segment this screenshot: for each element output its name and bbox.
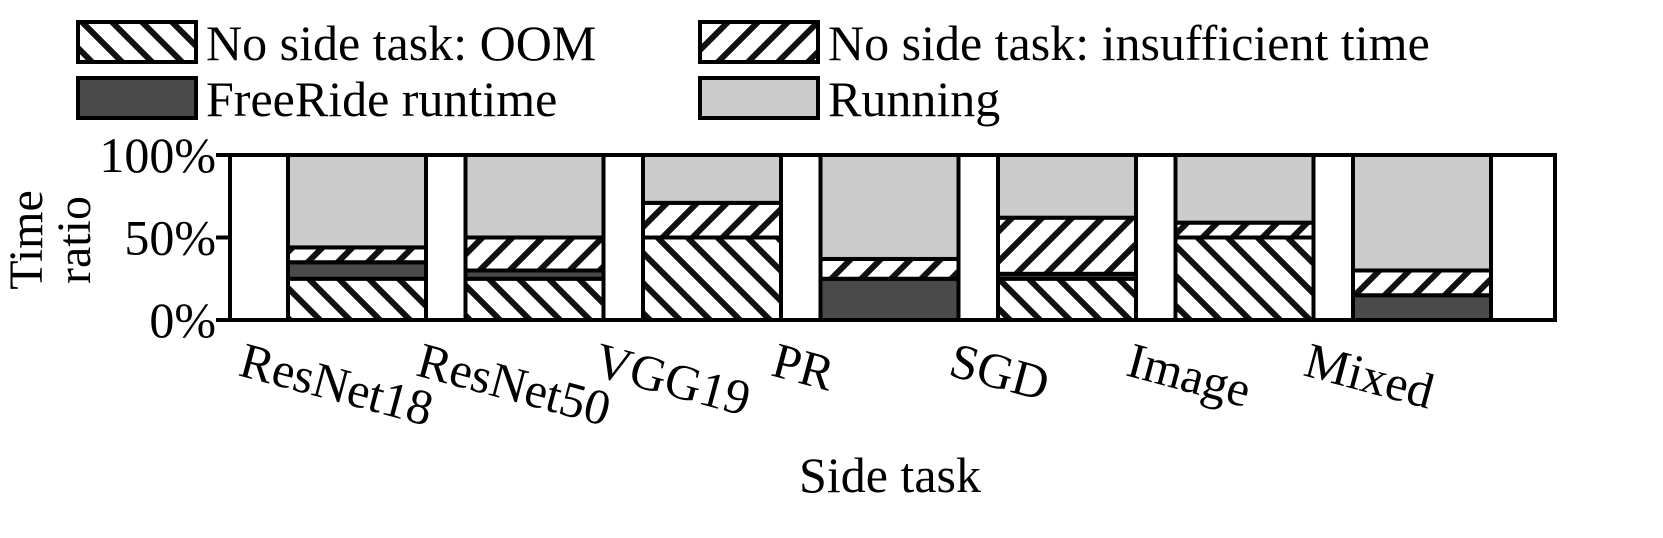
y-ticks: 0% 50% 100% bbox=[99, 127, 230, 348]
x-tick-label-resnet50: ResNet50 bbox=[412, 332, 617, 437]
bar-segment-insufficient-image bbox=[1173, 220, 1316, 240]
legend-label-running: Running bbox=[828, 71, 1000, 127]
x-tick-label-vgg19: VGG19 bbox=[589, 332, 756, 427]
bar-segment-runtime-mixed bbox=[1351, 293, 1493, 322]
x-tick-label-sgd: SGD bbox=[944, 332, 1055, 412]
y-tick-label: 50% bbox=[124, 210, 216, 266]
bar-segment-runtime-resnet18 bbox=[286, 260, 428, 281]
bar-segment-insufficient-resnet18 bbox=[286, 245, 428, 265]
x-tick-label-mixed: Mixed bbox=[1299, 332, 1440, 420]
x-tick-label-resnet18: ResNet18 bbox=[234, 332, 439, 437]
bar-segment-insufficient-vgg19 bbox=[641, 200, 783, 240]
y-tick-label: 100% bbox=[99, 127, 216, 183]
legend-swatch-runtime bbox=[76, 76, 198, 120]
legend-swatch-running bbox=[698, 76, 820, 120]
bar-segment-insufficient-pr bbox=[818, 256, 961, 281]
x-axis-label: Side task bbox=[799, 447, 981, 503]
bar-segment-running-image bbox=[1173, 153, 1316, 225]
bar-segment-running-mixed bbox=[1351, 153, 1493, 273]
bar-segment-oom-image bbox=[1173, 235, 1316, 322]
bar-segment-running-sgd bbox=[996, 153, 1138, 220]
x-tick-label-pr: PR bbox=[767, 332, 841, 402]
bar-segment-oom-resnet50 bbox=[463, 276, 606, 322]
legend-label-insufficient: No side task: insufficient time bbox=[828, 15, 1430, 71]
legend-label-runtime: FreeRide runtime bbox=[206, 71, 557, 127]
bar-segment-oom-sgd bbox=[996, 276, 1138, 322]
bar-segment-running-resnet50 bbox=[463, 153, 606, 240]
bar-segment-insufficient-sgd bbox=[996, 215, 1138, 276]
legend: No side task: OOM No side task: insuffici… bbox=[76, 15, 1430, 127]
bar-segment-running-pr bbox=[818, 153, 961, 261]
bar-segment-running-resnet18 bbox=[286, 153, 428, 250]
bar-segment-oom-resnet18 bbox=[286, 276, 428, 322]
legend-label-oom: No side task: OOM bbox=[206, 15, 596, 71]
y-axis-label: Time bbox=[0, 190, 53, 290]
bar-segment-insufficient-resnet50 bbox=[463, 235, 606, 273]
x-tick-label-image: Image bbox=[1122, 332, 1257, 418]
y-tick-label: 0% bbox=[149, 292, 216, 348]
bar-segment-runtime-pr bbox=[818, 276, 961, 322]
legend-swatch-oom bbox=[76, 20, 198, 64]
y-axis-label-line2: ratio bbox=[48, 196, 101, 284]
bar-segment-insufficient-mixed bbox=[1351, 268, 1493, 298]
legend-swatch-insufficient bbox=[698, 20, 820, 64]
bar-segment-running-vgg19 bbox=[641, 153, 783, 205]
bar-segment-oom-vgg19 bbox=[641, 235, 783, 322]
bars bbox=[286, 153, 1493, 322]
